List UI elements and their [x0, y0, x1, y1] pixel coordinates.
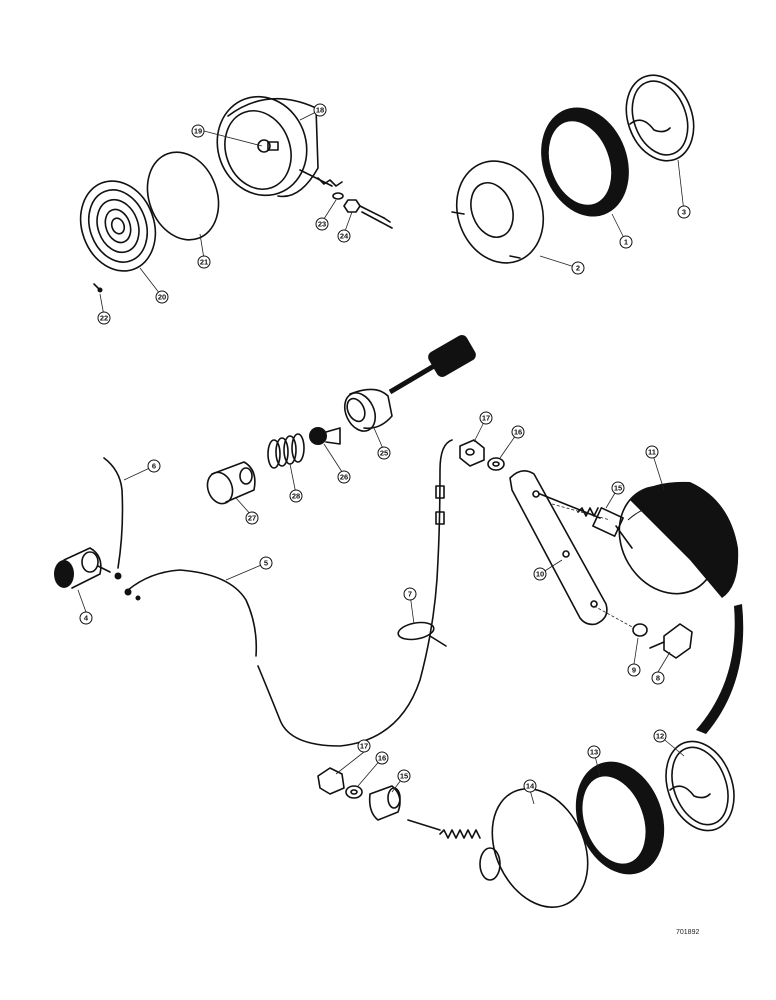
svg-text:2: 2: [576, 264, 580, 273]
sealed-beam-part-3: [625, 74, 695, 162]
lens-part-20: [79, 180, 157, 272]
svg-text:22: 22: [100, 314, 108, 323]
svg-text:15: 15: [614, 484, 622, 493]
svg-text:21: 21: [200, 258, 208, 267]
mounting-cup-part-2: [451, 160, 545, 264]
callout-22: 22: [97, 311, 111, 325]
svg-text:1: 1: [624, 238, 628, 247]
washer-part-23: [332, 192, 344, 200]
bolt-part-8: [649, 623, 693, 659]
svg-text:16: 16: [378, 754, 386, 763]
retaining-ring-part-1: [541, 107, 629, 217]
svg-text:4: 4: [84, 614, 89, 623]
callout-9: 9: [627, 663, 641, 677]
callout-3: 3: [677, 205, 691, 219]
bulb-part-19: [257, 139, 279, 153]
washer-part-16: [487, 457, 505, 471]
cable-harness: [257, 439, 453, 747]
svg-text:26: 26: [340, 473, 348, 482]
bracket-part-10: [509, 470, 608, 626]
callout-27: 27: [245, 511, 259, 525]
plug-part-25: [343, 335, 476, 432]
callout-5: 5: [259, 556, 273, 570]
callout-7: 7: [403, 587, 417, 601]
svg-text:5: 5: [264, 559, 268, 568]
svg-text:11: 11: [648, 448, 656, 457]
retaining-ring-part-13: [575, 761, 665, 875]
lamp-housing-part-11: [618, 481, 739, 598]
nut-and-wires-part-24: [343, 199, 393, 229]
callout-18: 18: [313, 103, 327, 117]
bulb-part-26: [309, 427, 341, 445]
svg-text:17: 17: [360, 742, 368, 751]
callout-24: 24: [337, 229, 351, 243]
svg-text:14: 14: [526, 782, 535, 791]
callout-1: 1: [619, 235, 633, 249]
svg-text:27: 27: [248, 514, 256, 523]
switch-part-4: [54, 547, 111, 589]
callout-10: 10: [533, 567, 547, 581]
callout-2: 2: [571, 261, 585, 275]
lamp-body-part-18: [216, 95, 343, 198]
callout-19: 19: [191, 124, 205, 138]
svg-text:6: 6: [152, 462, 156, 471]
svg-text:12: 12: [656, 732, 664, 741]
svg-text:23: 23: [318, 220, 326, 229]
svg-text:20: 20: [158, 293, 166, 302]
callout-4: 4: [79, 611, 93, 625]
spacer-part-15-lower: [368, 785, 401, 821]
callout-26: 26: [337, 470, 351, 484]
spring-part-28: [267, 433, 305, 469]
callout-16-upper: 16: [511, 425, 525, 439]
svg-text:24: 24: [340, 232, 349, 241]
callout-13: 13: [587, 745, 601, 759]
nut-part-17-lower: [317, 767, 345, 795]
callout-15-upper: 15: [611, 481, 625, 495]
washer-part-16-lower: [345, 785, 363, 799]
callout-25: 25: [377, 446, 391, 460]
svg-text:9: 9: [632, 666, 636, 675]
svg-text:10: 10: [536, 570, 544, 579]
svg-text:3: 3: [682, 208, 686, 217]
callout-6: 6: [147, 459, 161, 473]
svg-text:7: 7: [408, 590, 412, 599]
svg-text:15: 15: [400, 772, 408, 781]
callout-14: 14: [523, 779, 537, 793]
svg-text:25: 25: [380, 449, 388, 458]
callout-28: 28: [289, 489, 303, 503]
nut-part-17: [459, 439, 485, 467]
wire-part-6: [103, 457, 124, 580]
socket-part-27: [206, 461, 256, 505]
lockwasher-part-9: [632, 623, 648, 637]
callout-12: 12: [653, 729, 667, 743]
svg-text:13: 13: [590, 748, 598, 757]
clip-part-7: [397, 621, 447, 647]
callout-16-lower: 16: [375, 751, 389, 765]
callout-8: 8: [651, 671, 665, 685]
callout-11: 11: [645, 445, 659, 459]
svg-text:8: 8: [656, 674, 660, 683]
svg-text:16: 16: [514, 428, 522, 437]
callout-21: 21: [197, 255, 211, 269]
wire-part-5: [124, 569, 258, 657]
reference-code: 701892: [676, 929, 700, 936]
callout-23: 23: [315, 217, 329, 231]
screw-part-22: [93, 283, 103, 293]
callout-17-upper: 17: [479, 411, 493, 425]
sealed-beam-part-12: [665, 740, 735, 832]
svg-text:17: 17: [482, 414, 490, 423]
callout-17-lower: 17: [357, 739, 371, 753]
curved-shade: [696, 604, 744, 734]
callout-20: 20: [155, 290, 169, 304]
svg-text:18: 18: [316, 106, 324, 115]
lamp-housing-part-14: [407, 788, 589, 908]
gasket-part-21: [146, 151, 220, 241]
svg-text:19: 19: [194, 127, 202, 136]
svg-text:28: 28: [292, 492, 300, 501]
callout-15-lower: 15: [397, 769, 411, 783]
stud-part-15: [539, 493, 633, 549]
